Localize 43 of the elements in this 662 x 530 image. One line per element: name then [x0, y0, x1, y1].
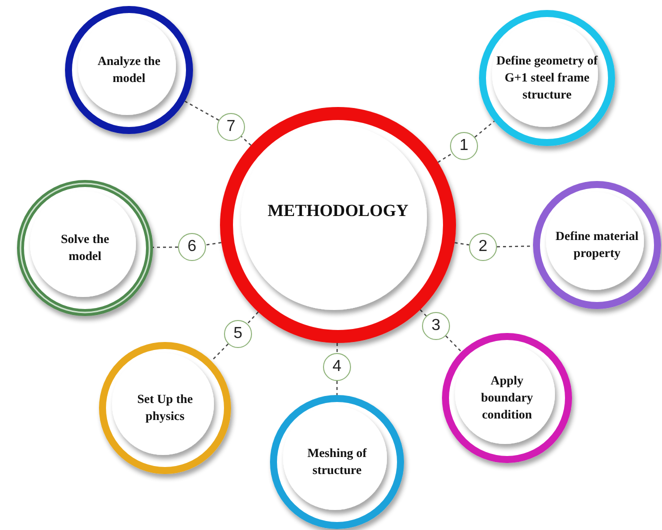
step-ring-circle: [65, 6, 193, 134]
number-circle: [217, 113, 245, 141]
central-ring-circle: [220, 107, 456, 343]
step-label: Set Up the physics: [136, 391, 194, 425]
step-label: Solve the model: [60, 231, 110, 265]
number-circle: [469, 233, 497, 261]
step-number: 5: [234, 325, 242, 343]
step-number: 6: [188, 238, 196, 256]
step-label: Apply boundary condition: [480, 372, 534, 424]
step-number: 2: [478, 238, 488, 256]
dashed-connector: [336, 343, 338, 353]
dashed-connector: [247, 312, 259, 324]
number-circle: [450, 132, 478, 160]
center-title: METHODOLOGY: [266, 200, 410, 221]
step-label: Define geometry of G+1 steel frame structure: [495, 52, 599, 104]
dashed-connector: [240, 136, 252, 146]
step-ring-circle: [99, 342, 231, 474]
number-circle: [323, 353, 351, 381]
dashed-connector: [152, 246, 178, 248]
dashed-connector: [454, 242, 470, 246]
number-circle: [422, 312, 450, 340]
step-label: Meshing of structure: [306, 445, 368, 479]
dashed-connector: [210, 344, 229, 362]
step-ring-circle: [17, 180, 153, 316]
step-label: Define material property: [554, 228, 640, 262]
step-ring-circle: [479, 10, 615, 146]
dashed-connector: [336, 381, 338, 395]
step-ring-circle: [533, 181, 661, 309]
dashed-connector: [420, 309, 427, 316]
dashed-connector: [445, 336, 462, 352]
number-circle: [178, 233, 206, 261]
number-circle: [224, 320, 252, 348]
step-label: Analyze the model: [96, 53, 162, 87]
dashed-connector: [184, 100, 220, 121]
step-number: 4: [332, 358, 342, 376]
step-number: 3: [432, 317, 440, 335]
dashed-connector: [474, 120, 495, 138]
step-ring-circle: [270, 395, 404, 529]
step-number: 1: [460, 137, 468, 155]
step-number: 7: [226, 118, 236, 136]
step-ring-circle: [442, 333, 572, 463]
dashed-connector: [206, 242, 222, 246]
dashed-connector: [438, 152, 452, 163]
